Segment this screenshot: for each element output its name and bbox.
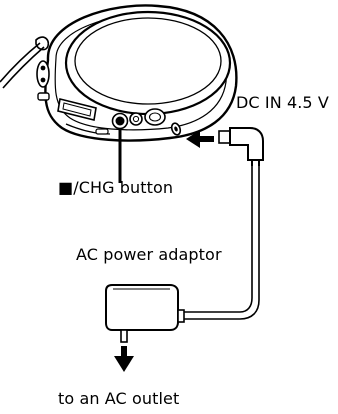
- cd-player: [36, 4, 238, 142]
- ac-power-adaptor-label: AC power adaptor: [76, 245, 222, 264]
- front-button-jog: [144, 108, 166, 126]
- stop-charge-button: [111, 112, 129, 130]
- side-controls: [36, 60, 50, 101]
- cd-player-lid: [64, 10, 232, 116]
- ac-outlet-label: to an AC outlet: [58, 389, 180, 408]
- lcd-display: [57, 98, 97, 121]
- dc-in-jack: [170, 122, 182, 136]
- front-button-small: [129, 112, 143, 126]
- insert-arrow: [186, 130, 214, 148]
- dc-plug: [218, 127, 264, 166]
- ac-adaptor: [105, 284, 185, 343]
- stop-charge-button-label: ■/CHG button: [58, 178, 174, 197]
- front-switch: [95, 128, 109, 135]
- dc-in-label: DC IN 4.5 V: [236, 93, 329, 112]
- headphone-cord: [0, 36, 50, 89]
- outlet-arrow: [114, 346, 134, 372]
- adaptor-cable: [183, 166, 260, 320]
- cd-player-lid-inner: [74, 17, 222, 105]
